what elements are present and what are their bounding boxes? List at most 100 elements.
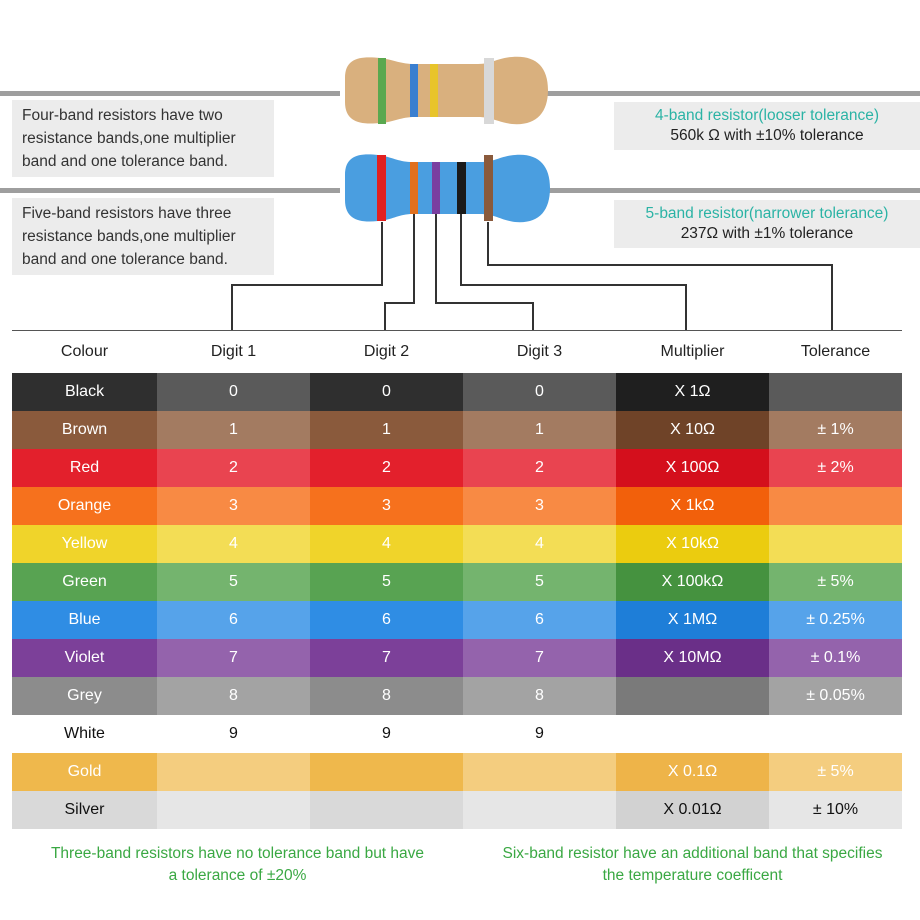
cell-tolerance: ± 0.05%	[769, 677, 902, 715]
band-connector-lines	[231, 214, 833, 330]
five-band-note: Five-band resistors have three resistanc…	[12, 198, 274, 275]
five-band-lead-left	[0, 188, 340, 193]
cell-multiplier	[616, 715, 769, 753]
three-band-note: Three-band resistors have no tolerance b…	[50, 845, 425, 884]
cell-digit-2: 4	[310, 525, 463, 563]
cell-digit-1: 7	[157, 639, 310, 677]
four-band-lead-left	[0, 91, 340, 96]
five-band-caption-value: 237Ω with ±1% tolerance	[680, 225, 854, 242]
cell-tolerance: ± 5%	[769, 753, 902, 791]
five-band-lead-right	[545, 188, 920, 193]
four-band-resistor-body	[345, 56, 548, 125]
header-multiplier: Multiplier	[616, 330, 769, 373]
header-colour: Colour	[12, 330, 157, 373]
cell-multiplier: X 10MΩ	[616, 639, 769, 677]
five-band-band-3	[432, 162, 440, 214]
four-band-band-2	[410, 64, 418, 117]
four-band-note: Four-band resistors have two resistance …	[12, 100, 274, 177]
cell-digit-2: 1	[310, 411, 463, 449]
cell-tolerance: ± 2%	[769, 449, 902, 487]
five-band-caption-title: 5-band resistor(narrower tolerance)	[645, 205, 889, 222]
cell-colour: Silver	[12, 791, 157, 829]
four-band-band-1	[378, 58, 386, 124]
cell-tolerance: ± 1%	[769, 411, 902, 449]
cell-digit-1: 5	[157, 563, 310, 601]
cell-tolerance: ± 5%	[769, 563, 902, 601]
cell-multiplier: X 0.1Ω	[616, 753, 769, 791]
cell-digit-3: 1	[463, 411, 616, 449]
six-band-note: Six-band resistor have an additional ban…	[502, 845, 883, 884]
cell-tolerance: ± 0.25%	[769, 601, 902, 639]
cell-tolerance	[769, 487, 902, 525]
cell-colour: Orange	[12, 487, 157, 525]
cell-digit-3: 2	[463, 449, 616, 487]
cell-digit-1	[157, 791, 310, 829]
cell-digit-1: 8	[157, 677, 310, 715]
cell-digit-3: 7	[463, 639, 616, 677]
cell-tolerance	[769, 373, 902, 411]
cell-multiplier: X 1kΩ	[616, 487, 769, 525]
cell-colour: White	[12, 715, 157, 753]
cell-colour: Violet	[12, 639, 157, 677]
cell-digit-2: 6	[310, 601, 463, 639]
cell-digit-1: 0	[157, 373, 310, 411]
table-row: Silver X 0.01Ω± 10%	[12, 791, 902, 829]
cell-digit-3: 5	[463, 563, 616, 601]
header-digit-1: Digit 1	[157, 330, 310, 373]
cell-tolerance	[769, 525, 902, 563]
cell-digit-1: 9	[157, 715, 310, 753]
cell-colour: Green	[12, 563, 157, 601]
cell-tolerance	[769, 715, 902, 753]
cell-digit-2: 8	[310, 677, 463, 715]
cell-tolerance: ± 0.1%	[769, 639, 902, 677]
header-tolerance: Tolerance	[769, 330, 902, 373]
cell-digit-2: 3	[310, 487, 463, 525]
five-band-band-1	[377, 155, 386, 221]
five-band-resistor-body	[345, 154, 550, 223]
five-band-band-2	[410, 162, 418, 214]
colour-code-table: Colour Digit 1 Digit 2 Digit 3 Multiplie…	[12, 330, 902, 829]
cell-colour: Gold	[12, 753, 157, 791]
cell-colour: Yellow	[12, 525, 157, 563]
cell-digit-1: 1	[157, 411, 310, 449]
four-band-caption-value: 560k Ω with ±10% tolerance	[670, 127, 864, 144]
four-band-caption: 4-band resistor(looser tolerance) 560k Ω…	[614, 102, 920, 150]
cell-tolerance: ± 10%	[769, 791, 902, 829]
resistor-diagram	[0, 56, 920, 330]
cell-colour: Grey	[12, 677, 157, 715]
cell-digit-1: 4	[157, 525, 310, 563]
five-band-caption: 5-band resistor(narrower tolerance) 237Ω…	[614, 200, 920, 248]
cell-colour: Red	[12, 449, 157, 487]
cell-digit-3: 0	[463, 373, 616, 411]
cell-digit-2	[310, 753, 463, 791]
cell-digit-1: 3	[157, 487, 310, 525]
cell-digit-1	[157, 753, 310, 791]
cell-digit-2: 9	[310, 715, 463, 753]
cell-multiplier: X 10Ω	[616, 411, 769, 449]
four-band-caption-title: 4-band resistor(looser tolerance)	[655, 107, 879, 124]
cell-digit-2: 2	[310, 449, 463, 487]
cell-digit-1: 2	[157, 449, 310, 487]
cell-digit-3: 6	[463, 601, 616, 639]
cell-digit-2	[310, 791, 463, 829]
cell-multiplier: X 10kΩ	[616, 525, 769, 563]
cell-multiplier	[616, 677, 769, 715]
cell-colour: Brown	[12, 411, 157, 449]
cell-colour: Blue	[12, 601, 157, 639]
cell-multiplier: X 0.01Ω	[616, 791, 769, 829]
four-band-band-3	[430, 64, 438, 117]
cell-multiplier: X 100Ω	[616, 449, 769, 487]
cell-multiplier: X 1MΩ	[616, 601, 769, 639]
table-header-row: Colour Digit 1 Digit 2 Digit 3 Multiplie…	[12, 330, 902, 373]
cell-digit-3: 9	[463, 715, 616, 753]
cell-multiplier: X 1Ω	[616, 373, 769, 411]
